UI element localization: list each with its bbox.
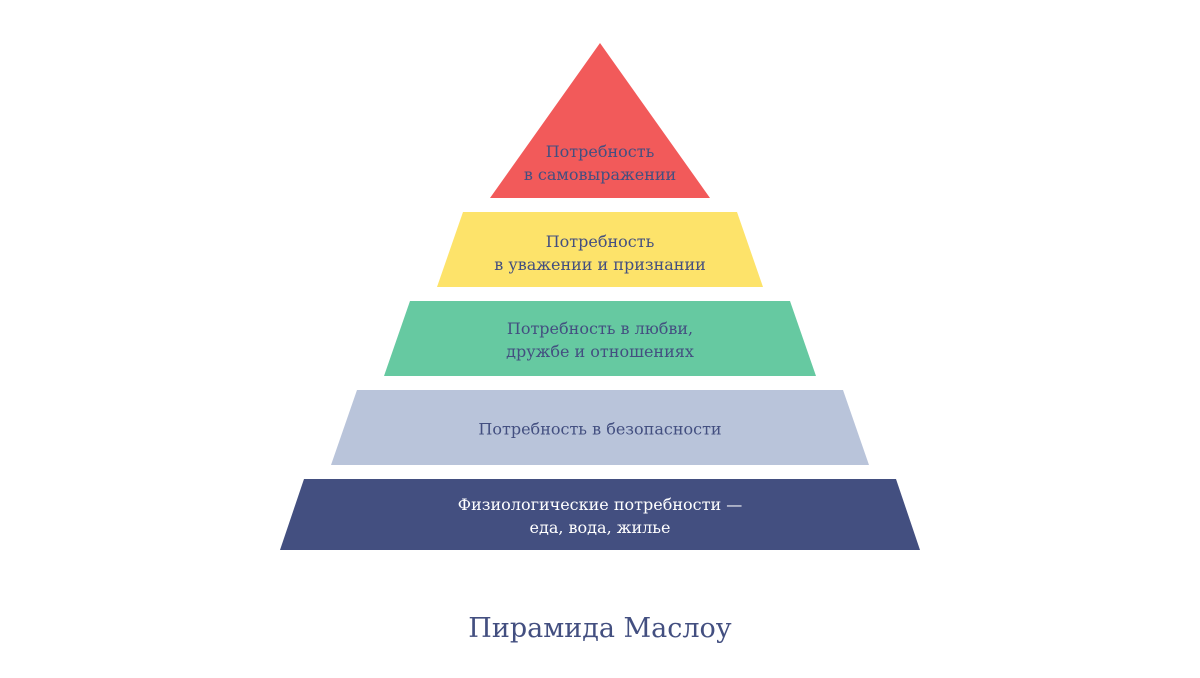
tier-label-line: в самовыражении — [523, 165, 677, 184]
tier-label-line: дружбе и отношениях — [506, 342, 694, 361]
tier-label-line: Потребность в любви, — [506, 319, 694, 338]
pyramid-tier-esteem — [437, 212, 763, 287]
tier-label-line: еда, вода, жилье — [529, 518, 671, 537]
diagram-title: Пирамида Маслоу — [468, 613, 732, 644]
tier-label-esteem: Потребность в уважении и признании — [494, 230, 706, 276]
tier-label-line: Физиологические потребности — — [457, 495, 743, 514]
tier-label-safety: Потребность в безопасности — [478, 418, 721, 441]
pyramid-tier-love — [384, 301, 816, 376]
tier-label-self-actualization: Потребность в самовыражении — [524, 140, 676, 186]
pyramid-tier-self-actualization — [490, 43, 710, 198]
tier-label-love: Потребность в любви, дружбе и отношениях — [506, 317, 694, 363]
tier-label-line: Потребность — [545, 232, 655, 251]
tier-label-physiological: Физиологические потребности — еда, вода,… — [458, 493, 742, 539]
pyramid-tier-physiological — [280, 479, 920, 550]
pyramid-tier-safety — [331, 390, 869, 465]
tier-label-line: Потребность — [545, 142, 655, 161]
tier-label-line: в уважении и признании — [494, 255, 706, 274]
tier-label-line: Потребность в безопасности — [478, 419, 722, 439]
